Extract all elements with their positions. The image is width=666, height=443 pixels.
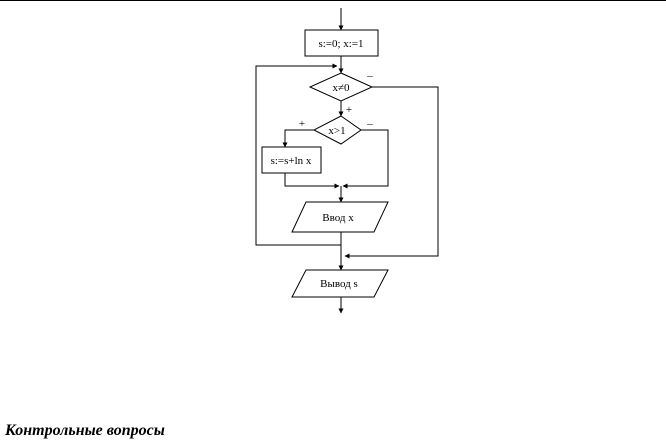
flowchart-diagram: s:=0; x:=1 x≠0 – + x>1 + – s:=s+ln x Вво… xyxy=(255,8,439,314)
decision2-yes-path xyxy=(282,129,314,148)
decision2-no-path xyxy=(342,129,389,189)
loop-back-path xyxy=(255,63,341,246)
decision1-no-label: – xyxy=(366,70,373,82)
section-heading: Контрольные вопросы xyxy=(5,422,165,439)
process-box-label: s:=s+ln x xyxy=(271,155,312,167)
input-label: Ввод x xyxy=(322,212,354,224)
decision2-no-label: – xyxy=(366,118,373,130)
process-box xyxy=(261,146,322,174)
output-label: Вывод s xyxy=(320,278,358,290)
output-parallelogram xyxy=(291,269,389,298)
init-box-label: s:=0; x:=1 xyxy=(318,38,363,50)
process-to-merge-path xyxy=(284,173,340,189)
decision1-no-path xyxy=(344,86,439,259)
decision1-label: x≠0 xyxy=(332,82,350,94)
decision2-label: x>1 xyxy=(328,125,345,137)
input-parallelogram xyxy=(291,201,389,233)
top-rule xyxy=(0,0,666,1)
decision1-yes-label: + xyxy=(346,104,352,116)
decision2-yes-label: + xyxy=(299,118,305,130)
decision-x-greater-one xyxy=(312,115,362,145)
